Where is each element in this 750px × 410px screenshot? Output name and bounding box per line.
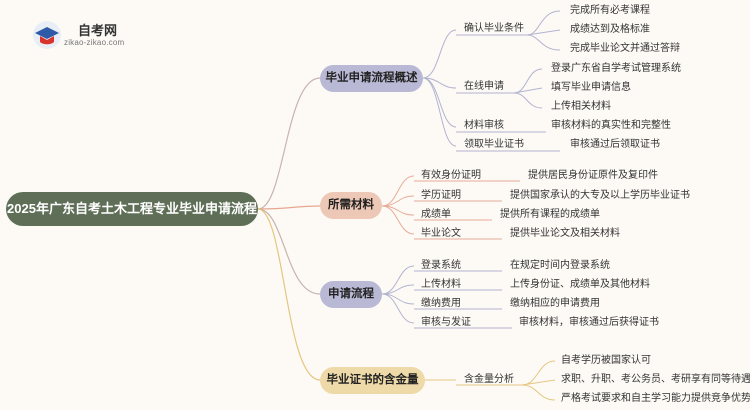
leaf-upload: 上传身份证、成绩单及其他材料 (510, 279, 650, 290)
leaf-condition-2: 成绩达到及格标准 (570, 24, 650, 35)
leaf-value-1: 自考学历被国家认可 (561, 355, 651, 366)
node-online-apply: 在线申请 (464, 81, 504, 92)
leaf-value-2: 求职、升职、考公务员、考研享有同等待遇 (561, 374, 750, 385)
leaf-condition-3: 完成毕业论文并通过答辩 (570, 43, 680, 54)
leaf-login: 在规定时间内登录系统 (510, 260, 610, 271)
node-login: 登录系统 (421, 260, 461, 271)
node-get-certificate: 领取毕业证书 (464, 139, 524, 150)
node-value-analysis: 含金量分析 (464, 374, 514, 385)
leaf-online-1: 登录广东省自学考试管理系统 (551, 63, 681, 74)
branch-process: 申请流程 (320, 281, 382, 308)
leaf-online-3: 上传相关材料 (551, 101, 611, 112)
leaf-transcript: 提供所有课程的成绩单 (500, 209, 600, 220)
leaf-condition-1: 完成所有必考课程 (570, 5, 650, 16)
leaf-id-proof: 提供居民身份证原件及复印件 (528, 170, 658, 181)
node-review-issue: 审核与发证 (421, 317, 471, 328)
node-material-review: 材料审核 (464, 120, 504, 131)
branch-overview: 毕业申请流程概述 (320, 65, 423, 92)
logo-title: 自考网 (78, 23, 118, 38)
leaf-value-3: 严格考试要求和自主学习能力提供竞争优势 (561, 393, 750, 404)
leaf-online-2: 填写毕业申请信息 (551, 82, 631, 93)
branch-materials: 所需材料 (320, 192, 382, 219)
leaf-review-issue: 审核材料，审核通过后获得证书 (519, 317, 659, 328)
logo-subtitle: zikao-zikao.com (64, 38, 125, 47)
leaf-pay-fee: 缴纳相应的申请费用 (510, 298, 600, 309)
leaf-education-proof: 提供国家承认的大专及以上学历毕业证书 (510, 190, 690, 201)
node-thesis: 毕业论文 (421, 228, 461, 239)
node-pay-fee: 缴纳费用 (421, 298, 461, 309)
node-confirm-conditions: 确认毕业条件 (464, 23, 524, 34)
leaf-review-detail: 审核材料的真实性和完整性 (551, 120, 671, 131)
node-education-proof: 学历证明 (421, 190, 461, 201)
leaf-certificate-detail: 审核通过后领取证书 (570, 139, 660, 150)
logo-icon (33, 21, 61, 49)
branch-certificate-value: 毕业证书的含金量 (320, 367, 425, 394)
root-node: 2025年广东自考土木工程专业毕业申请流程 (6, 192, 258, 226)
site-logo[interactable]: 自考网 zikao-zikao.com (30, 18, 160, 52)
node-transcript: 成绩单 (421, 209, 451, 220)
leaf-thesis: 提供毕业论文及相关材料 (510, 228, 620, 239)
node-id-proof: 有效身份证明 (421, 170, 481, 181)
node-upload: 上传材料 (421, 279, 461, 290)
